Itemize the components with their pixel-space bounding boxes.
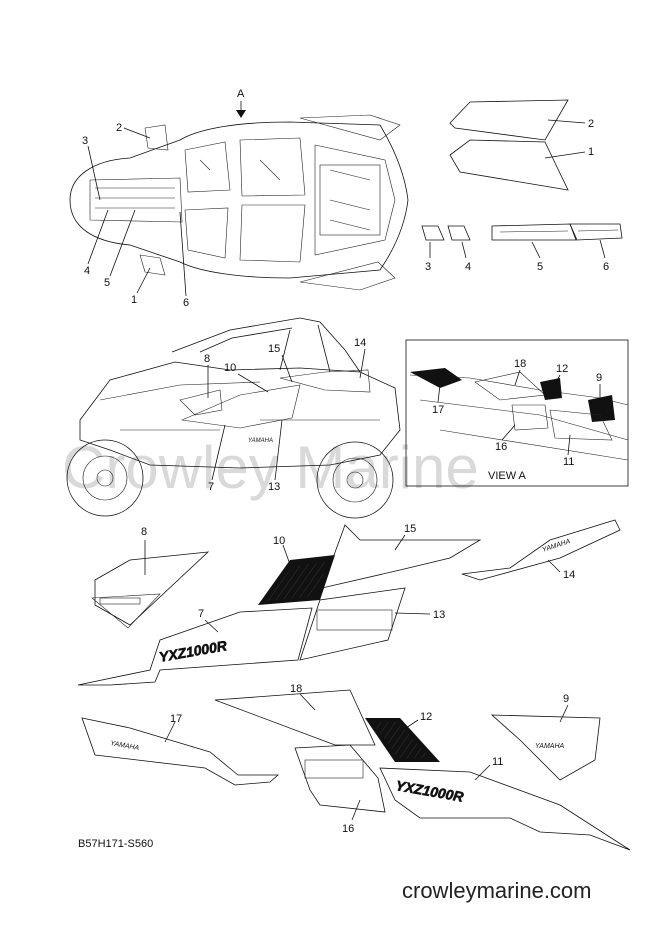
decal-13: 13 [299,587,445,661]
callout-top-1: 1 [131,294,137,306]
decal-7: YXZ1000R 7 [77,607,313,686]
decal-8: 8 [91,526,210,629]
callout-viewa-16: 16 [495,441,507,453]
callout-exp-10: 10 [273,535,285,547]
callout-side-7: 7 [208,481,214,493]
callout-side-10: 10 [224,362,236,374]
callout-side-13: 13 [268,481,280,493]
decal-4: 4 [447,225,471,273]
decal-16: 16 [294,744,386,835]
callout-exp-7: 7 [198,608,204,620]
callout-viewa-11: 11 [563,456,574,468]
callout-top-4: 4 [84,265,90,277]
decal-11-model: YXZ1000R [394,777,465,805]
view-arrow-label: A [237,88,245,100]
callout-viewa-17: 17 [432,404,444,416]
callout-exp-13: 13 [433,609,445,621]
callout-exp-9: 9 [563,693,569,705]
top-view-vehicle [69,114,409,291]
decal-15: 15 [321,523,482,589]
site-footer: crowleymarine.com [402,878,592,903]
callout-exp-12: 12 [420,711,432,723]
callout-exp-11: 11 [492,756,503,768]
part-code: B57H171-S560 [78,838,154,850]
watermark: Crowley Marine [62,434,479,501]
callout-side-8: 8 [204,353,210,365]
decal-17-brand: YAMAHA [110,740,140,752]
decal-7-model: YXZ1000R [158,637,229,665]
callout-top-6: 6 [183,297,189,309]
top-view-callouts: 3 2 4 5 1 6 [82,122,189,309]
decal-2: 2 [449,99,594,141]
decal-1: 1 [449,139,594,191]
decal-18: 18 [214,683,376,746]
decal-10: 10 [258,535,335,605]
view-a-panel: 18 12 9 17 16 11 VIEW A [405,339,629,487]
decal-12: 12 [365,711,440,762]
decal-9: YAMAHA 9 [490,693,601,781]
side-view-callouts: 8 10 15 14 7 13 [204,337,366,493]
callout-exp-16: 16 [342,823,354,835]
decal-3: 3 [421,225,445,273]
view-arrow: A [236,88,246,118]
callout-exp-17: 17 [170,713,182,725]
decal-14-brand: YAMAHA [541,538,571,554]
decal-17: YAMAHA 17 [81,713,280,786]
callout-small-5: 5 [537,261,543,273]
callout-exp-15: 15 [404,523,416,535]
callout-side-14: 14 [354,337,366,349]
callout-small-1: 1 [588,146,594,158]
callout-side-15: 15 [268,343,280,355]
side-brand-mark: YAMAHA [248,438,273,444]
decal-6: 6 [569,223,623,273]
callout-exp-14: 14 [563,569,575,581]
callout-small-2: 2 [588,118,594,130]
decal-9-brand: YAMAHA [535,743,565,750]
decal-11: YXZ1000R 11 [379,756,631,851]
view-a-title: VIEW A [488,470,527,482]
callout-top-5: 5 [104,277,110,289]
decal-5: 5 [491,223,577,273]
decal-14: YAMAHA 14 [461,519,621,581]
side-view-vehicle: YAMAHA [66,317,401,519]
callout-small-6: 6 [603,261,609,273]
callout-small-4: 4 [465,261,471,273]
callout-small-3: 3 [425,261,431,273]
callout-viewa-18: 18 [514,358,526,370]
callout-viewa-12: 12 [556,363,568,375]
callout-top-3: 3 [82,135,88,147]
callout-viewa-9: 9 [596,372,602,384]
callout-exp-18: 18 [290,683,302,695]
callout-exp-8: 8 [141,526,147,538]
callout-top-2: 2 [116,122,122,134]
